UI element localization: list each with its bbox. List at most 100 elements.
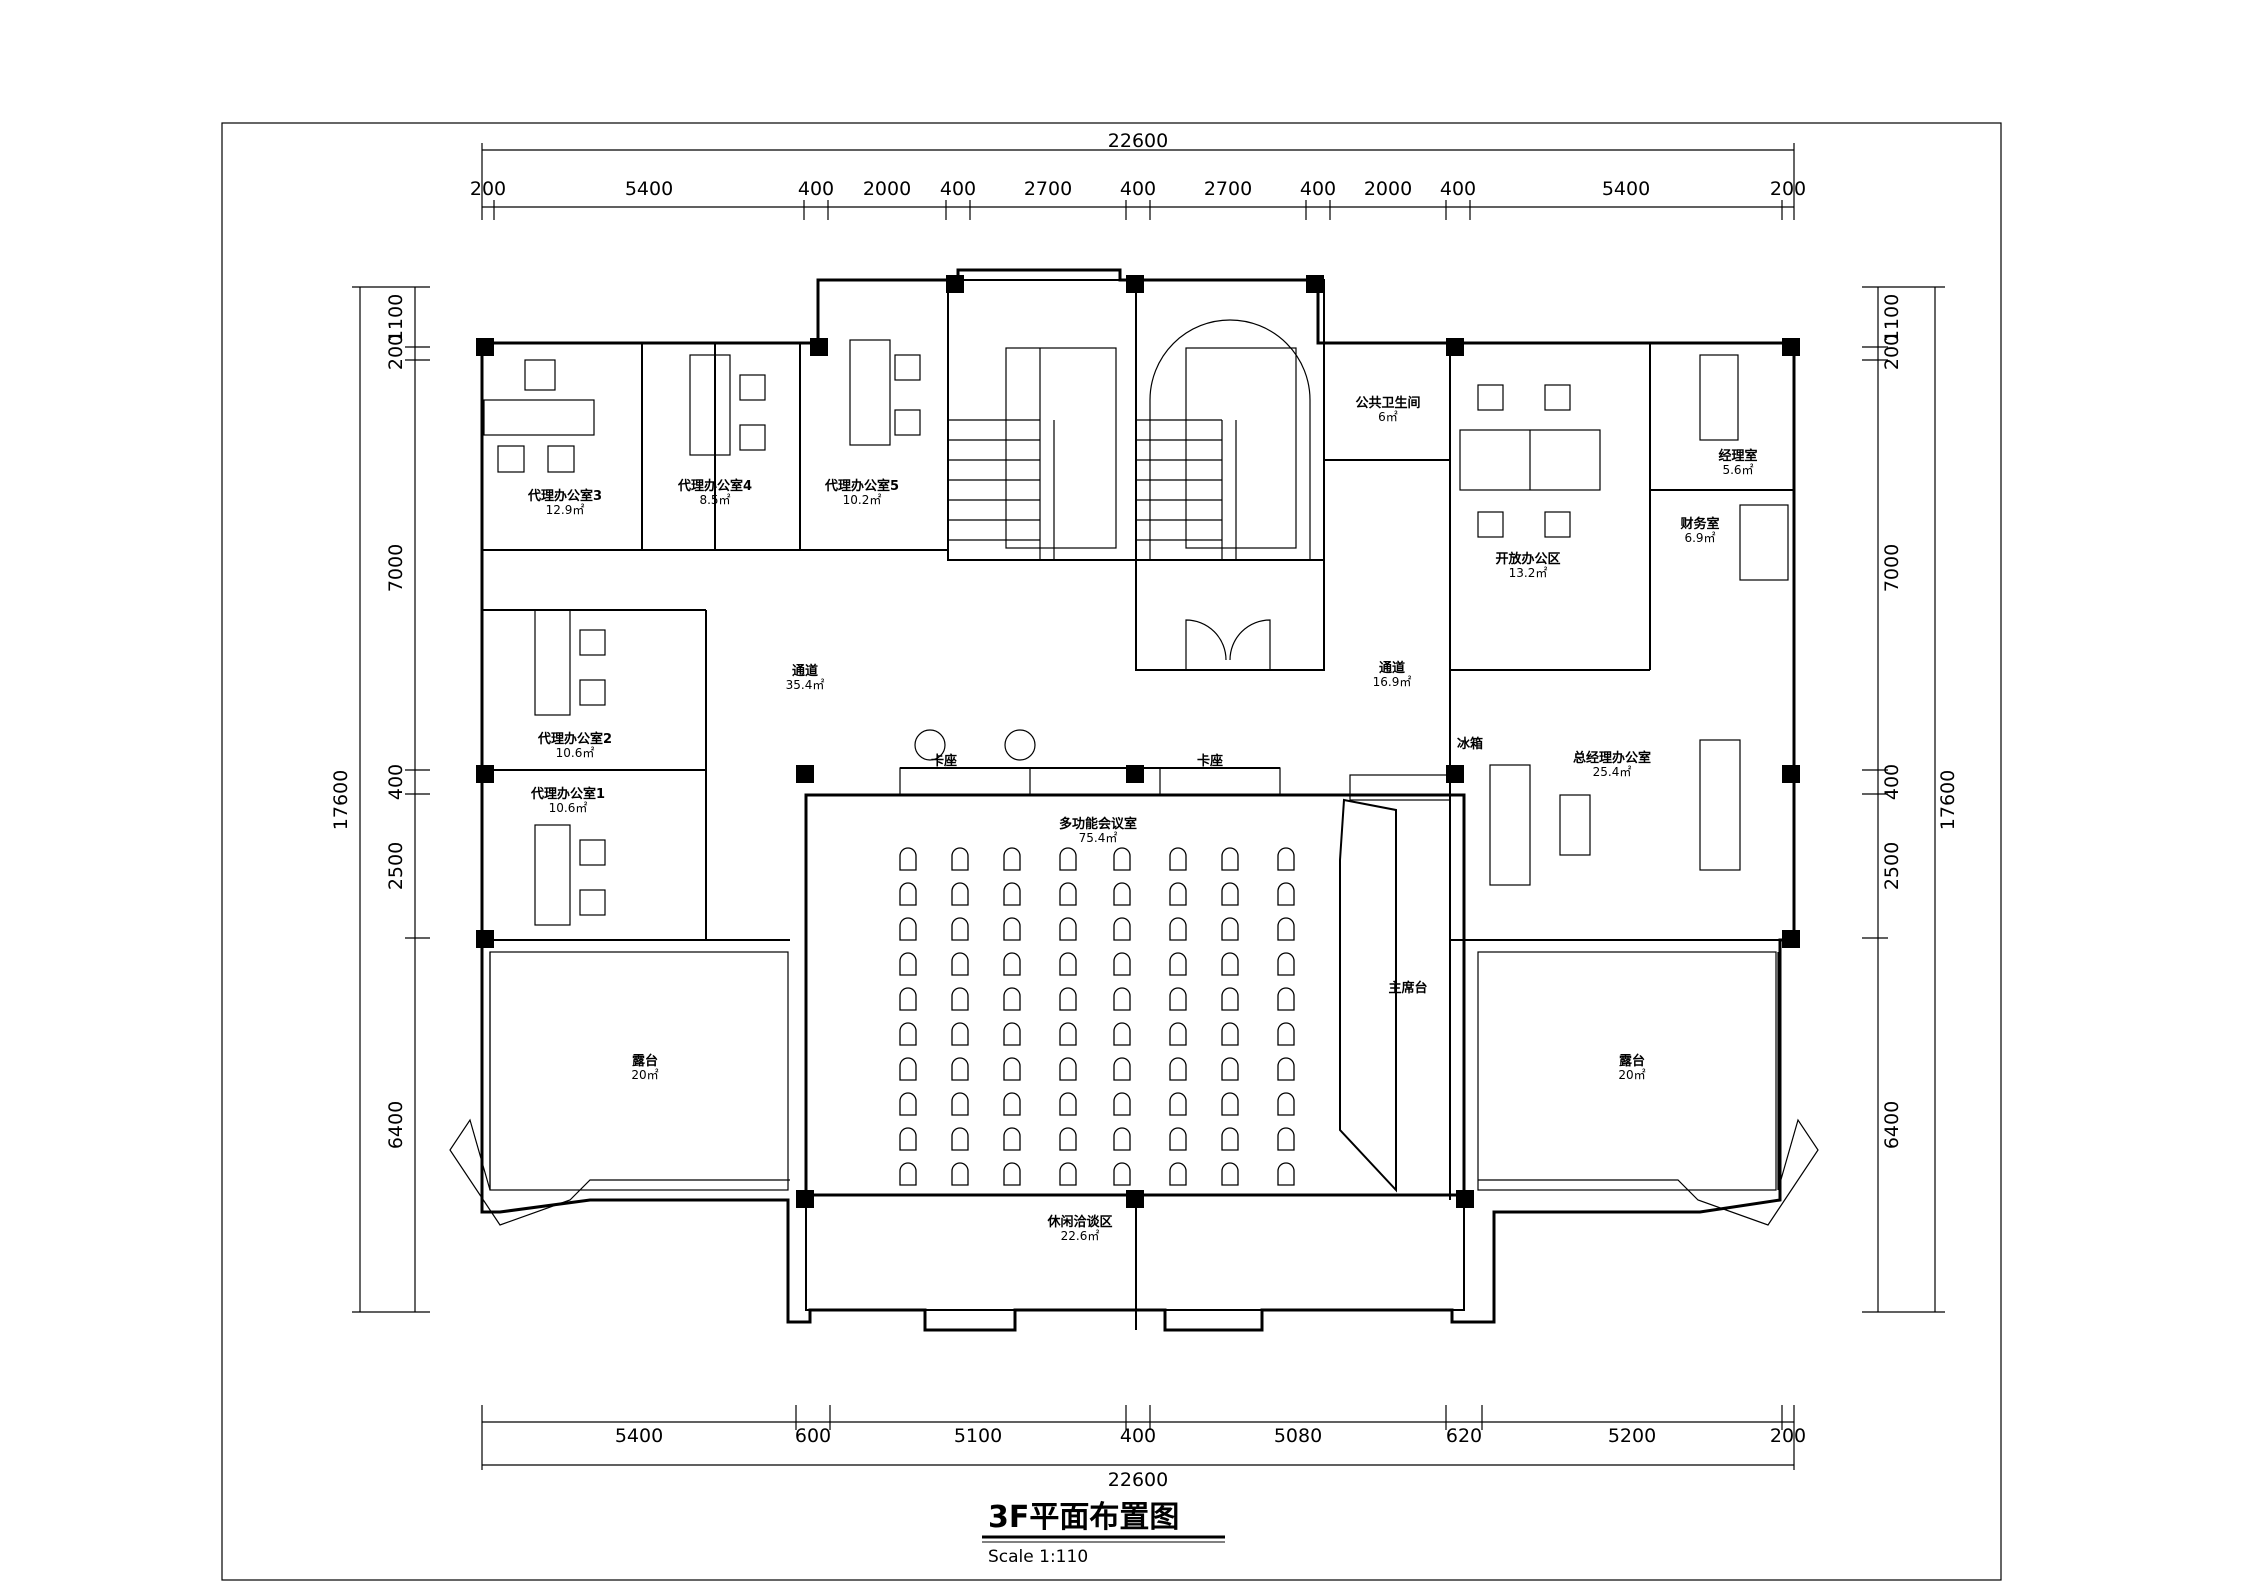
- left-dim-5: 2500: [385, 842, 407, 890]
- meeting-chair: [1221, 1162, 1239, 1186]
- meeting-chair: [1059, 1162, 1077, 1186]
- meeting-chair: [951, 1127, 969, 1151]
- top-dim-5: 400: [940, 178, 976, 200]
- room-balcony-left-area: 20㎡: [631, 1068, 658, 1082]
- meeting-chair: [1221, 952, 1239, 976]
- room-agent-office-5-name: 代理办公室5: [824, 478, 899, 494]
- meeting-chair: [1113, 1057, 1131, 1081]
- meeting-chair: [1221, 1127, 1239, 1151]
- meeting-chair: [951, 1092, 969, 1116]
- meeting-chair: [1169, 952, 1187, 976]
- meeting-chair: [1277, 882, 1295, 906]
- meeting-chair: [1221, 917, 1239, 941]
- room-manager-area: 5.6㎡: [1722, 463, 1753, 477]
- top-total-dimension: 22600: [1108, 130, 1168, 152]
- room-agent-office-1-area: 10.6㎡: [549, 801, 588, 815]
- meeting-chair: [899, 847, 917, 871]
- left-dim-3: 7000: [385, 544, 407, 592]
- top-dim-3: 400: [798, 178, 834, 200]
- meeting-chair: [951, 847, 969, 871]
- meeting-chair: [1059, 1127, 1077, 1151]
- room-open-office-area: 13.2㎡: [1509, 566, 1548, 580]
- meeting-chair: [1169, 917, 1187, 941]
- meeting-chair: [1003, 1022, 1021, 1046]
- room-agent-office-1-name: 代理办公室1: [530, 786, 605, 802]
- meeting-chair: [951, 952, 969, 976]
- meeting-chair: [1113, 952, 1131, 976]
- room-open-office-name: 开放办公区: [1495, 551, 1560, 567]
- meeting-chair: [1221, 1057, 1239, 1081]
- top-dim-13: 200: [1770, 178, 1806, 200]
- room-agent-office-2-name: 代理办公室2: [537, 731, 612, 747]
- right-dim-5: 2500: [1881, 842, 1903, 890]
- right-dim-1: 200: [1881, 334, 1903, 370]
- right-total-dimension: 17600: [1937, 770, 1959, 830]
- room-lounge-name: 休闲洽谈区: [1046, 1214, 1112, 1230]
- left-dim-2: 1100: [385, 294, 407, 342]
- top-dimension-lines: [481, 143, 1795, 220]
- meeting-chair: [1277, 1057, 1295, 1081]
- top-dim-7: 400: [1120, 178, 1156, 200]
- room-corridor-left-area: 35.4㎡: [786, 678, 825, 692]
- meeting-chair: [1277, 952, 1295, 976]
- meeting-chair: [1169, 987, 1187, 1011]
- room-agent-office-3-name: 代理办公室3: [527, 488, 602, 504]
- meeting-chair: [1113, 917, 1131, 941]
- bottom-dim-6: 620: [1446, 1425, 1482, 1447]
- room-booth-right-name: 卡座: [1197, 753, 1223, 769]
- meeting-chair: [1277, 1092, 1295, 1116]
- meeting-chair: [1113, 1127, 1131, 1151]
- meeting-chair: [1003, 847, 1021, 871]
- left-dimension-lines: [352, 286, 430, 1313]
- meeting-chair: [1003, 1127, 1021, 1151]
- meeting-chair: [1059, 1092, 1077, 1116]
- right-dim-4: 400: [1881, 764, 1903, 800]
- top-dim-10: 2000: [1364, 178, 1412, 200]
- meeting-chair: [1221, 1092, 1239, 1116]
- room-manager-name: 经理室: [1718, 448, 1757, 464]
- top-dim-4: 2000: [863, 178, 911, 200]
- walls: [449, 268, 1819, 1332]
- bottom-dim-8: 200: [1770, 1425, 1806, 1447]
- top-dim-12: 5400: [1602, 178, 1650, 200]
- room-agent-office-4-name: 代理办公室4: [677, 478, 752, 494]
- meeting-chair: [1003, 882, 1021, 906]
- drawing-title: 3F平面布置图: [988, 1500, 1179, 1535]
- bottom-dim-4: 400: [1120, 1425, 1156, 1447]
- furniture: [483, 339, 1789, 926]
- meeting-chair: [1059, 952, 1077, 976]
- meeting-chair: [1113, 847, 1131, 871]
- room-multi-meeting-area: 75.4㎡: [1079, 831, 1118, 845]
- top-dim-2: 5400: [625, 178, 673, 200]
- meeting-chair: [1221, 1022, 1239, 1046]
- right-dim-6: 6400: [1881, 1101, 1903, 1149]
- meeting-chair: [1277, 987, 1295, 1011]
- meeting-chairs: [899, 847, 1295, 1186]
- bottom-dim-5: 5080: [1274, 1425, 1322, 1447]
- top-dim-6: 2700: [1024, 178, 1072, 200]
- meeting-chair: [1221, 987, 1239, 1011]
- room-corridor-right-name: 通道: [1379, 660, 1405, 676]
- room-agent-office-4-area: 8.5㎡: [699, 493, 730, 507]
- room-lounge-area: 22.6㎡: [1061, 1229, 1100, 1243]
- meeting-chair: [1221, 847, 1239, 871]
- meeting-chair: [951, 1057, 969, 1081]
- left-dim-1: 200: [385, 334, 407, 370]
- left-total-dimension: 17600: [330, 770, 352, 830]
- room-public-wc-area: 6㎡: [1378, 410, 1398, 424]
- meeting-chair: [899, 1057, 917, 1081]
- room-agent-office-3-area: 12.9㎡: [546, 503, 585, 517]
- meeting-chair: [1003, 987, 1021, 1011]
- room-public-wc-name: 公共卫生间: [1355, 395, 1420, 411]
- top-dim-8: 2700: [1204, 178, 1252, 200]
- meeting-chair: [1003, 952, 1021, 976]
- room-gm-office-name: 总经理办公室: [1573, 750, 1651, 766]
- meeting-chair: [1113, 882, 1131, 906]
- scale-note: Scale 1:110: [988, 1547, 1088, 1567]
- room-balcony-right-area: 20㎡: [1618, 1068, 1645, 1082]
- sheet-border: [221, 122, 2002, 1581]
- meeting-chair: [1003, 1162, 1021, 1186]
- meeting-chair: [1221, 882, 1239, 906]
- meeting-chair: [899, 882, 917, 906]
